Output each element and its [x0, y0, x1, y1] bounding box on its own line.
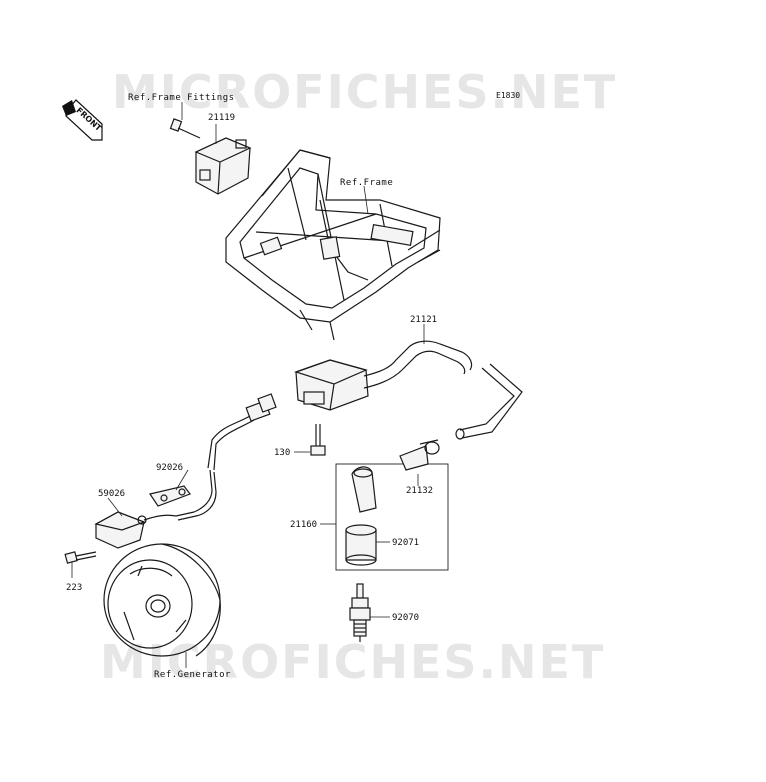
flywheel-generator	[103, 543, 221, 657]
pickup-coil-59026	[94, 511, 177, 549]
plug-cap-21160	[351, 466, 377, 513]
plug-cap-group-box	[335, 463, 449, 571]
ignition-coil-21121	[294, 340, 523, 440]
screw-223	[64, 551, 97, 564]
label-21121: 21121	[410, 315, 437, 325]
wire-harness	[175, 393, 277, 521]
boot-21132	[399, 439, 440, 471]
leader-lines	[71, 102, 425, 668]
watermark-bottom: MICROFICHES.NET	[100, 635, 605, 689]
spark-plug-92070	[349, 583, 371, 642]
label-223: 223	[66, 583, 82, 593]
label-92070: 92070	[392, 613, 419, 623]
label-ref-frame-fittings: Ref.Frame Fittings	[128, 93, 235, 103]
label-21119: 21119	[208, 113, 235, 123]
label-92026: 92026	[156, 463, 183, 473]
bolt-130	[310, 424, 326, 456]
label-59026: 59026	[98, 489, 125, 499]
label-130: 130	[274, 448, 290, 458]
bolt-21119	[169, 118, 201, 139]
watermark-top: MICROFICHES.NET	[112, 65, 617, 119]
label-92071: 92071	[392, 538, 419, 548]
label-21160: 21160	[290, 520, 317, 530]
sleeve-92071	[345, 524, 377, 566]
label-ref-generator: Ref.Generator	[154, 670, 231, 680]
label-ref-frame: Ref.Frame	[340, 178, 393, 188]
diagram-code: E1830	[496, 91, 520, 100]
clamp-92026	[149, 485, 191, 507]
front-arrow-icon: FRONT	[62, 99, 104, 141]
cdi-unit-21119	[194, 137, 252, 195]
label-21132: 21132	[406, 486, 433, 496]
frame-drawing	[225, 149, 441, 341]
